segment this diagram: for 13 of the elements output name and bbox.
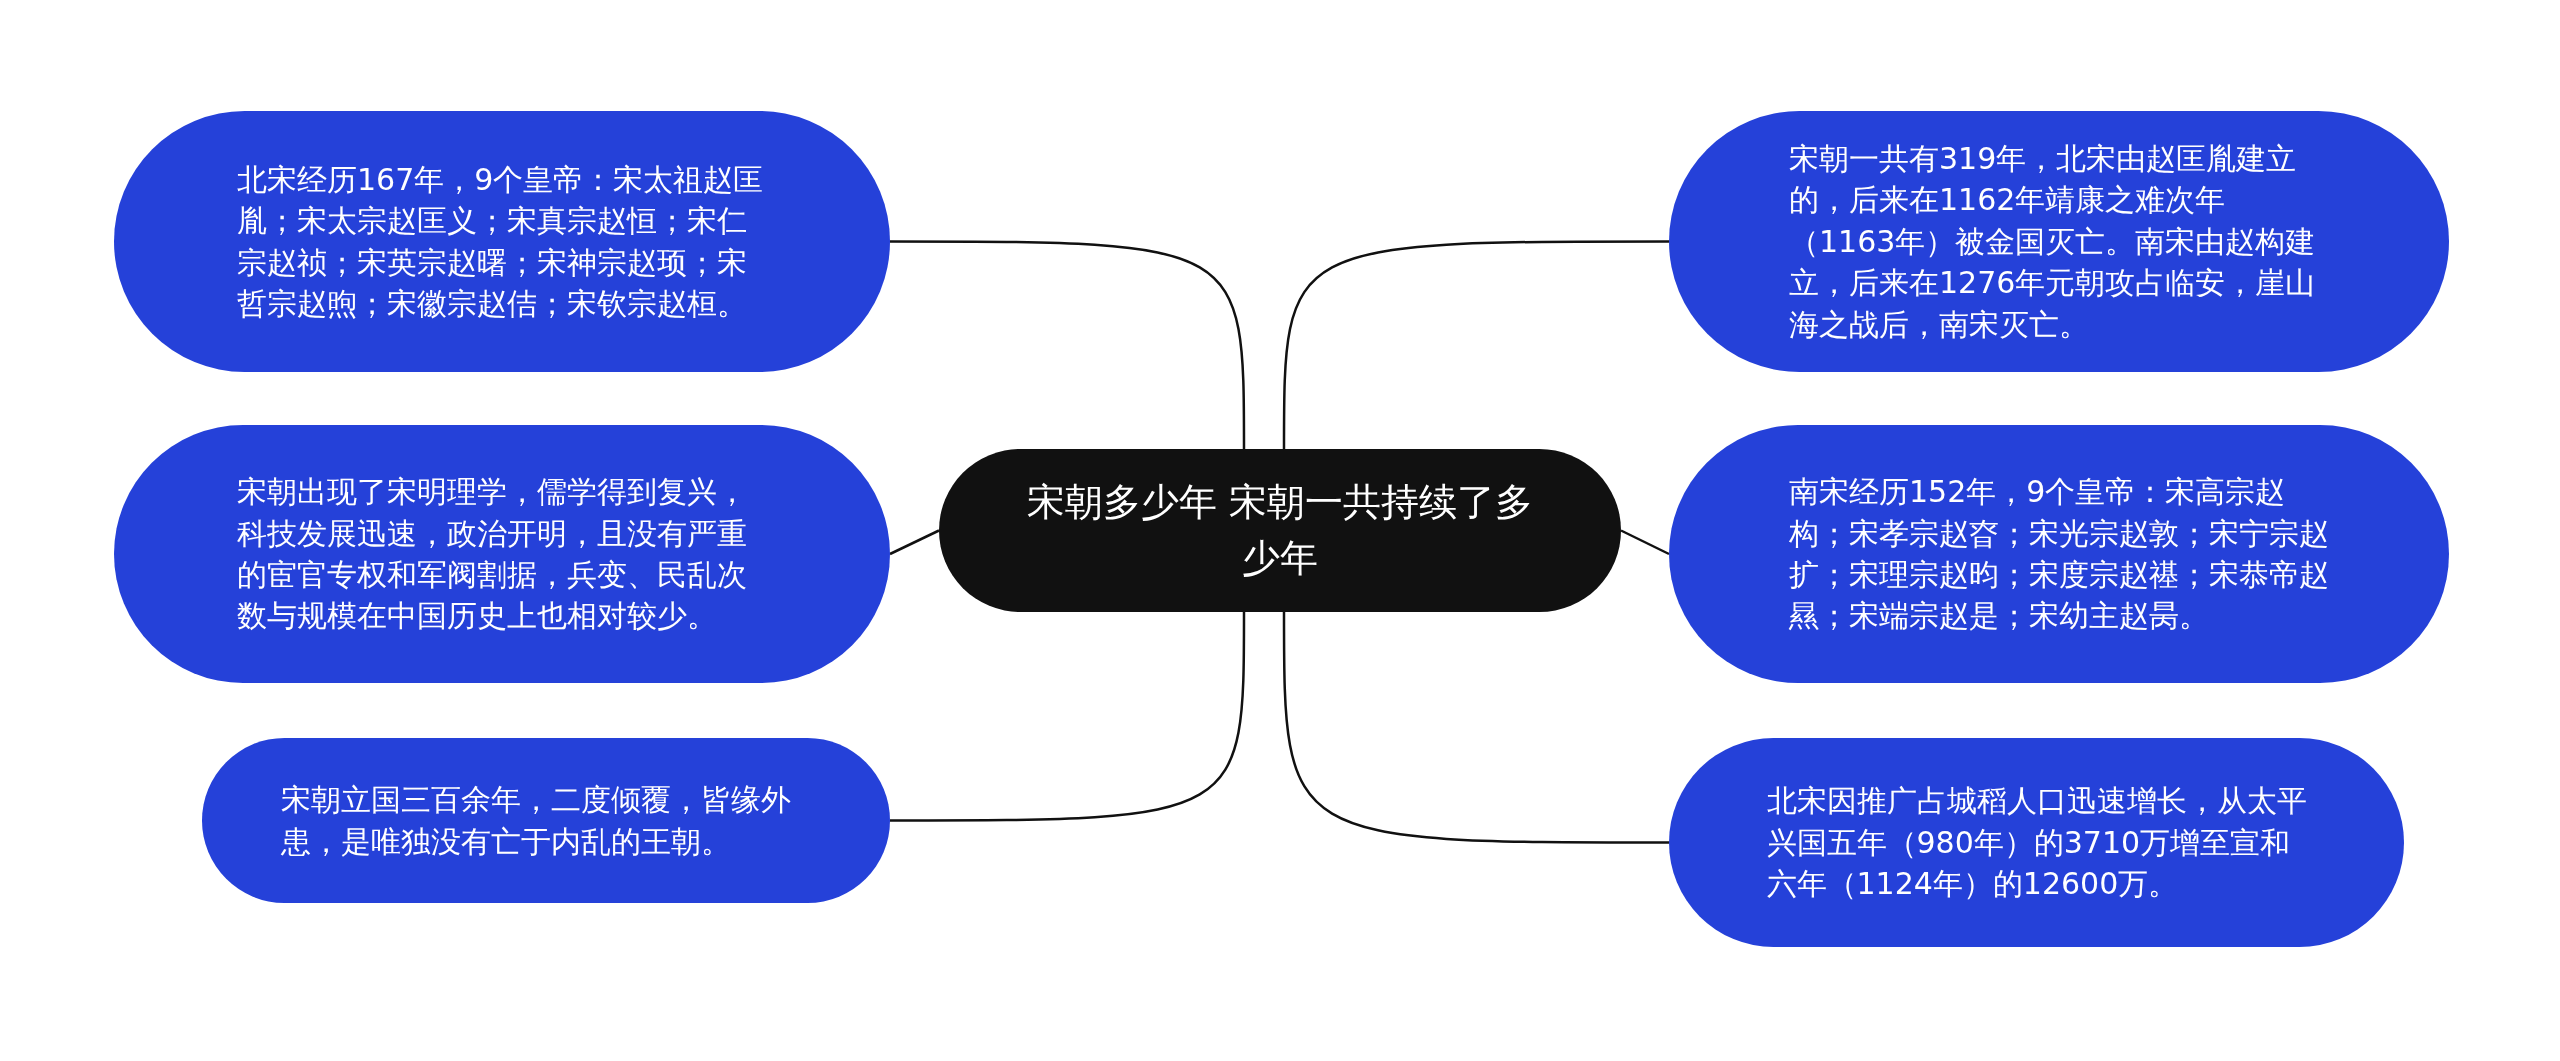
topic-text: 北宋因推广占城稻人口迅速增长，从太平兴国五年（980年）的3710万增至宣和六年（1124年）的12600万。 <box>1766 782 2307 904</box>
connector-line <box>1282 240 1669 449</box>
connector-line <box>1282 612 1669 844</box>
topic-text: 南宋经历152年，9个皇帝：宋高宗赵构；宋孝宗赵昚；宋光宗赵敦；宋宁宗赵扩；宋理宗赵昀；宋度宗赵禥；宋恭帝赵㬎；宋端宗赵是；宋幼主赵昺。 <box>1789 473 2329 636</box>
topic-text: 宋朝立国三百余年，二度倾覆，皆缘外患，是唯独没有亡于内乱的王朝。 <box>281 781 792 861</box>
connector-line <box>889 529 940 556</box>
connector-line <box>890 240 1246 449</box>
topic-title: 宋朝多少年 宋朝一共持续了多少年 <box>1025 479 1535 582</box>
connector-line <box>890 612 1246 822</box>
topic-text: 北宋经历167年，9个皇帝：宋太祖赵匡胤；宋太宗赵匡义；宋真宗赵恒；宋仁宗赵祯；宋英宗赵曙；宋神宗赵顼；宋哲宗赵煦；宋徽宗赵佶；宋钦宗赵桓。 <box>237 160 765 323</box>
topic-text: 宋朝出现了宋明理学，儒学得到复兴，科技发展迅速，政治开明，且没有严重的宦官专权和军阀割据，兵变、民乱次数与规模在中国历史上也相对较少。 <box>237 473 748 636</box>
topic-text: 宋朝一共有319年，北宋由赵匡胤建立的，后来在1162年靖康之难次年（1163年）被金国灭亡。南宋由赵构建立，后来在1276年元朝攻占临安，崖山海之战后，南宋灭亡。 <box>1789 140 2317 344</box>
connector-line <box>1620 529 1670 556</box>
